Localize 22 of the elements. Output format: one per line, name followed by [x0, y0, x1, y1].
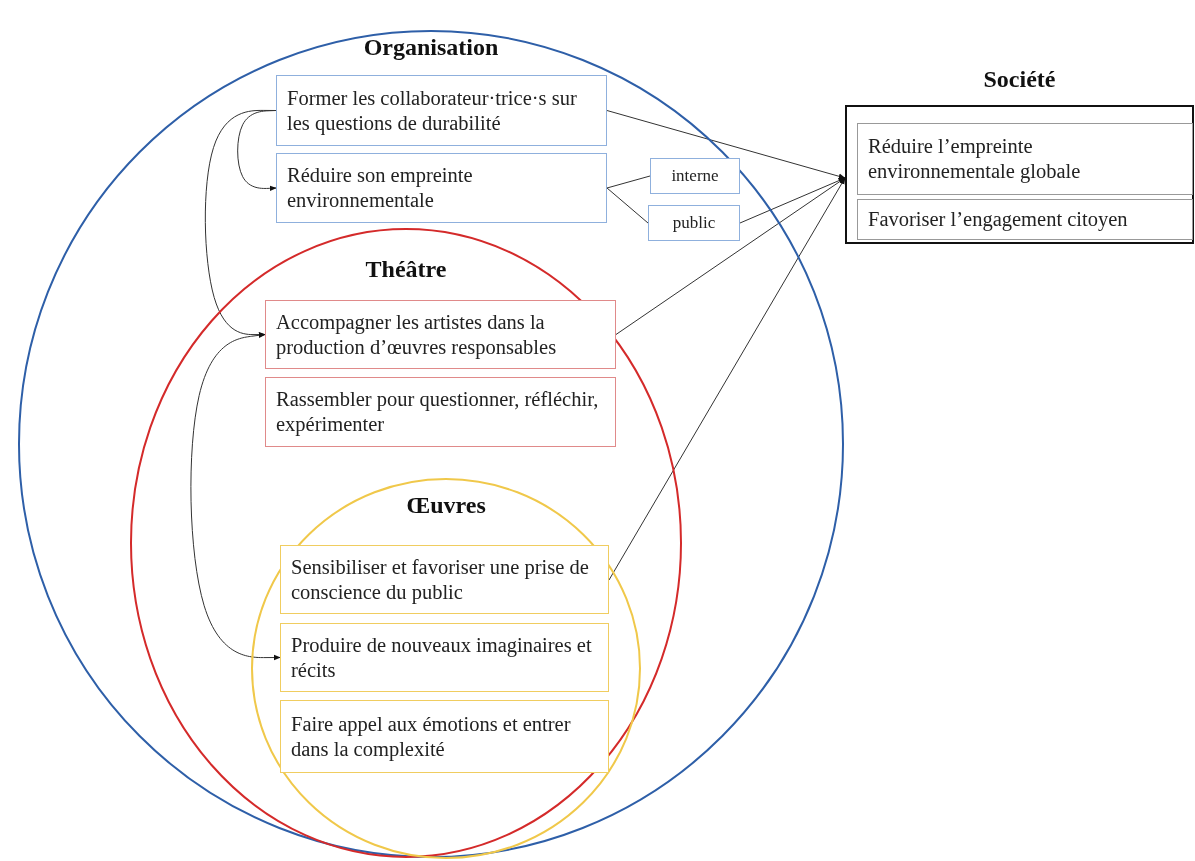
arrow — [204, 109, 277, 338]
objective-box: Réduire son empreinte environnementale — [276, 153, 607, 223]
group-heading: Société — [983, 66, 1056, 93]
group-heading: Théâtre — [365, 256, 447, 283]
arrow — [606, 110, 846, 179]
connector-line — [606, 175, 651, 189]
connector-line — [606, 187, 649, 224]
arrow — [608, 177, 846, 581]
objective-box: Sensibiliser et favoriser une prise de conscience du public — [280, 545, 609, 614]
tag-box: interne — [650, 158, 740, 194]
objective-box: Accompagner les artistes dans la production d’œuvres responsables — [265, 300, 616, 369]
arrow — [237, 110, 277, 192]
arrow — [190, 332, 281, 661]
group-heading: Œuvres — [406, 492, 486, 519]
tag-box: public — [648, 205, 740, 241]
objective-box: Faire appel aux émotions et entrer dans la complexité — [280, 700, 609, 773]
group-heading: Organisation — [363, 34, 499, 61]
objective-box: Réduire l’empreinte environnementale globale — [857, 123, 1193, 195]
objective-box: Former les collaborateur·trice·s sur les questions de durabilité — [276, 75, 607, 146]
objective-box: Rassembler pour questionner, réfléchir, expérimenter — [265, 377, 616, 447]
objective-box: Produire de nouveaux imaginaires et récits — [280, 623, 609, 692]
objective-box: Favoriser l’engagement citoyen — [857, 199, 1193, 240]
